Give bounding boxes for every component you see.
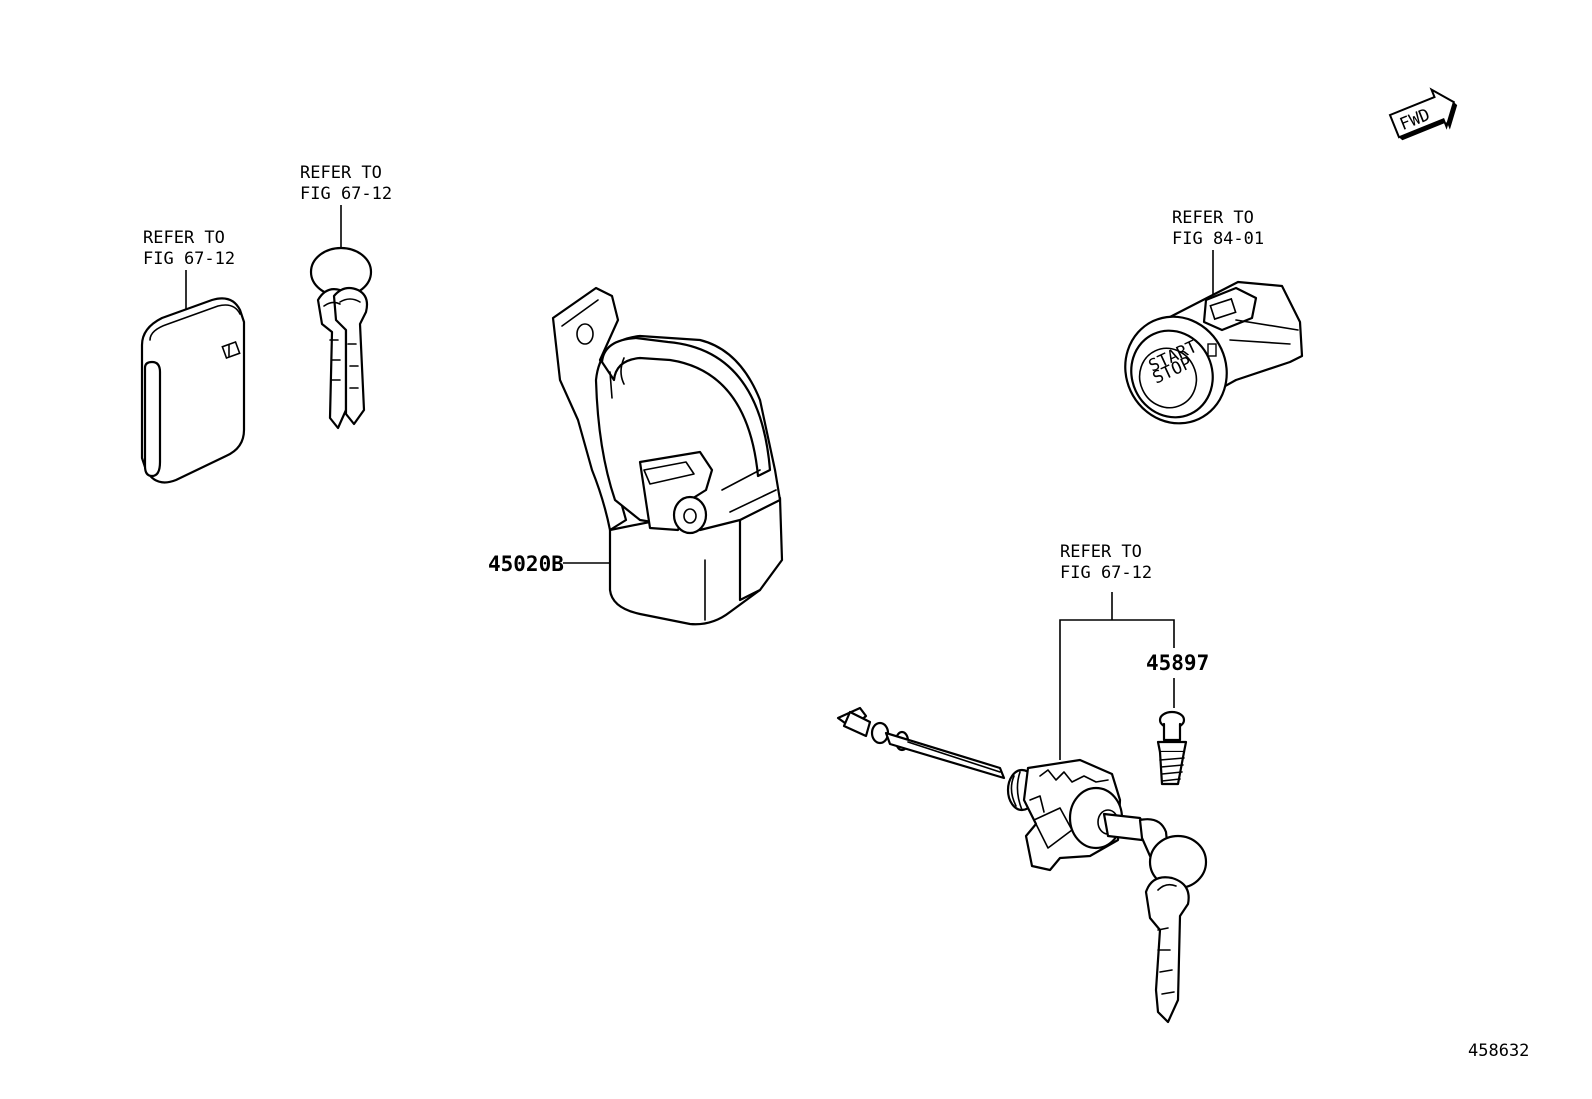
keys-refer-line2: FIG 67-12 bbox=[300, 184, 392, 204]
engine-start-switch: REFER TO FIG 84-01 START STOP bbox=[1124, 208, 1304, 425]
mechanical-keys: REFER TO FIG 67-12 bbox=[300, 163, 392, 430]
part-number-steering-lock: 45020B bbox=[488, 552, 564, 576]
figure-number: 458632 bbox=[1468, 1041, 1529, 1061]
start-refer-line2: FIG 84-01 bbox=[1172, 229, 1264, 249]
cyl-leader-bracket bbox=[1059, 619, 1175, 760]
start-refer-line1: REFER TO bbox=[1172, 208, 1254, 228]
steering-lock-assembly: 45020B bbox=[488, 286, 784, 626]
door-lock-cylinder-set: REFER TO FIG 67-12 45897 bbox=[836, 542, 1209, 1024]
smart-key-fob: REFER TO FIG 67-12 bbox=[140, 228, 246, 484]
fob-refer-line2: FIG 67-12 bbox=[143, 249, 235, 269]
keys-refer-line1: REFER TO bbox=[300, 163, 382, 183]
fob-refer-line1: REFER TO bbox=[143, 228, 225, 248]
cyl-refer-line2: FIG 67-12 bbox=[1060, 563, 1152, 583]
fwd-arrow-icon: FWD bbox=[1388, 87, 1458, 141]
retainer-pin bbox=[1156, 710, 1188, 786]
part-number-retainer-pin: 45897 bbox=[1146, 651, 1209, 675]
cyl-refer-line1: REFER TO bbox=[1060, 542, 1142, 562]
